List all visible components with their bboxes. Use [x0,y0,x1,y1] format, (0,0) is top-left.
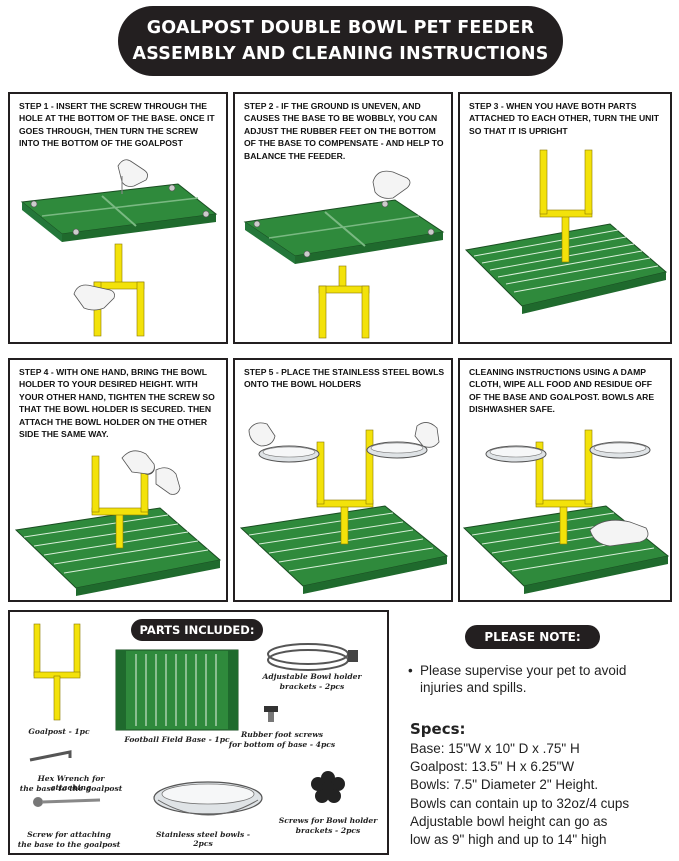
specs-heading: Specs: [410,720,466,738]
step-2-panel: STEP 2 - IF THE GROUND IS UNEVEN, AND CA… [233,92,453,344]
hex-wrench-label-1: Hex Wrench for attaching [37,774,105,792]
screw-label-2: the base to the goalpost [17,840,121,849]
steel-bowl-part-icon [153,781,263,816]
step-4-text: STEP 4 - WITH ONE HAND, BRING THE BOWL H… [19,367,215,440]
bracket-screw-part-icon [311,771,345,803]
field-base-label: Football Field Base - 1pc [124,735,230,744]
spec-base: Base: 15"W x 10" D x .75" H [410,741,580,756]
cleaning-text: CLEANING INSTRUCTIONS USING A DAMP CLOTH… [469,367,655,415]
step-4-illustration [14,450,222,596]
specs-list: Base: 15"W x 10" D x .75" H Goalpost: 13… [410,740,675,849]
feet-label-2: for bottom of base - 4pcs [228,740,336,749]
goalpost-part-icon [33,623,81,721]
step-1-text: STEP 1 - INSERT THE SCREW THROUGH THE HO… [19,101,215,149]
note-bullet: • [408,663,413,678]
step-3-text: STEP 3 - WHEN YOU HAVE BOTH PARTS ATTACH… [469,101,660,136]
step-3-panel: STEP 3 - WHEN YOU HAVE BOTH PARTS ATTACH… [458,92,672,344]
step-5-illustration [239,422,449,594]
feet-label-1: Rubber foot screws [240,730,324,739]
step-3-illustration [464,149,668,314]
field-base-part-icon [115,649,239,731]
hex-wrench-part-icon [29,750,72,762]
step-5-panel: STEP 5 - PLACE THE STAINLESS STEEL BOWLS… [233,358,453,602]
hex-wrench-label-2: the base to the goalpost [19,784,123,793]
bracket-screw-label-2: brackets - 2pcs [295,826,361,835]
rubber-feet-part-icon [264,706,278,722]
please-note-title: PLEASE NOTE: [465,625,600,649]
step-2-text: STEP 2 - IF THE GROUND IS UNEVEN, AND CA… [244,101,444,161]
cleaning-illustration [462,429,670,594]
bracket-label-2: brackets - 2pcs [279,682,345,691]
spec-bowls: Bowls: 7.5" Diameter 2" Height. [410,777,599,793]
bracket-label-1: Adjustable Bowl holder [262,672,362,681]
spec-goalpost: Goalpost: 13.5" H x 6.25"W [410,759,575,775]
spec-height-1: Adjustable bowl height can go as [410,813,608,829]
bracket-screw-label-1: Screws for Bowl holder [278,816,378,825]
title-line-1: GOALPOST DOUBLE BOWL PET FEEDER [146,18,535,38]
step-4-panel: STEP 4 - WITH ONE HAND, BRING THE BOWL H… [8,358,228,602]
screw-label-1: Screw for attaching [27,830,111,839]
step-2-illustration [243,170,445,339]
cleaning-panel: CLEANING INSTRUCTIONS USING A DAMP CLOTH… [458,358,672,602]
title-line-2: ASSEMBLY AND CLEANING INSTRUCTIONS [132,44,549,64]
title-banner: GOALPOST DOUBLE BOWL PET FEEDER ASSEMBLY… [118,6,563,76]
parts-included-title: PARTS INCLUDED: [131,619,263,641]
bowls-label: Stainless steel bowls - 2pcs [155,830,251,848]
parts-illustrations [29,623,358,816]
spec-capacity: Bowls can contain up to 32oz/4 cups [410,795,630,811]
step-1-panel: STEP 1 - INSERT THE SCREW THROUGH THE HO… [8,92,228,344]
note-body: Please supervise your pet to avoid injur… [420,663,627,695]
goalpost-label: Goalpost - 1pc [28,727,90,736]
bowl-bracket-part-icon [267,643,358,671]
step-5-text: STEP 5 - PLACE THE STAINLESS STEEL BOWLS… [244,367,445,390]
step-1-illustration [20,159,218,337]
please-note-text: • Please supervise your pet to avoid inj… [408,662,670,696]
screw-part-icon [33,797,101,807]
spec-height-2: low as 9" high and up to 14" high [410,832,607,848]
